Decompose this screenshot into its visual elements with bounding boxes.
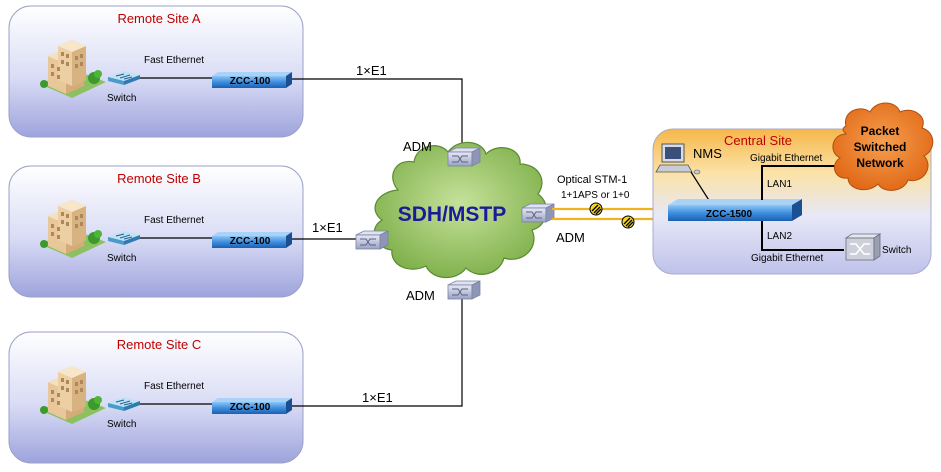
e1-label-b: 1×E1 xyxy=(312,220,343,235)
cloud-label: SDH/MSTP xyxy=(398,203,507,226)
e1-label-c: 1×E1 xyxy=(362,390,393,405)
lan1-label: LAN1 xyxy=(767,179,792,190)
adm-nodes: ADM ADM ADM xyxy=(355,139,585,303)
adm-top-label: ADM xyxy=(403,139,432,154)
adm-bottom-icon xyxy=(447,280,481,300)
lan2-link xyxy=(761,221,844,251)
site-c-title: Remote Site C xyxy=(117,337,202,352)
remote-site-b: Remote Site B Switch Fast Ethernet ZCC-1… xyxy=(8,165,304,298)
site-b-title: Remote Site B xyxy=(117,171,201,186)
site-c-panel xyxy=(8,331,304,464)
psn-cloud-shape xyxy=(832,102,934,191)
e1-link-c xyxy=(292,298,463,407)
site-b-panel xyxy=(8,165,304,298)
switch-label: Switch xyxy=(107,419,136,430)
optical-label: Optical STM-1 xyxy=(557,174,627,186)
aps-label: 1+1APS or 1+0 xyxy=(561,190,630,201)
zcc-100-label: ZCC-100 xyxy=(230,76,271,87)
adm-right-label: ADM xyxy=(556,230,585,245)
core-switch-label: Switch xyxy=(882,245,911,256)
psn-label-2: Switched xyxy=(854,140,907,154)
psn-label-1: Packet xyxy=(861,124,900,138)
e1-links: 1×E1 1×E1 1×E1 xyxy=(292,63,463,407)
site-a-title: Remote Site A xyxy=(117,11,200,26)
adm-right-icon xyxy=(521,203,555,223)
lan1-link xyxy=(761,165,842,200)
fast-ethernet-label: Fast Ethernet xyxy=(144,55,204,66)
adm-bottom-label: ADM xyxy=(406,288,435,303)
site-a-panel xyxy=(8,5,304,138)
switch-label: Switch xyxy=(107,93,136,104)
optical-stm1-link: Optical STM-1 1+1APS or 1+0 xyxy=(552,174,668,229)
lan2-label: LAN2 xyxy=(767,231,792,242)
central-title: Central Site xyxy=(724,133,792,148)
gig-top-label: Gigabit Ethernet xyxy=(750,153,822,164)
adm-left-icon xyxy=(355,230,389,250)
zcc-100-label: ZCC-100 xyxy=(230,402,271,413)
gig-bottom-label: Gigabit Ethernet xyxy=(751,253,823,264)
packet-switched-network-cloud: Packet Switched Network xyxy=(832,102,934,191)
protection-hatch-icon xyxy=(621,215,635,229)
psn-label-3: Network xyxy=(856,156,904,170)
adm-top-icon xyxy=(447,147,481,167)
zcc-1500-label: ZCC-1500 xyxy=(706,209,753,220)
remote-site-a: Remote Site A Switch Fast Ethernet ZCC-1… xyxy=(8,5,304,138)
switch-label: Switch xyxy=(107,253,136,264)
fast-ethernet-label: Fast Ethernet xyxy=(144,215,204,226)
fast-ethernet-label: Fast Ethernet xyxy=(144,381,204,392)
e1-link-a xyxy=(292,78,463,148)
remote-site-c: Remote Site C Switch Fast Ethernet ZCC-1… xyxy=(8,331,304,464)
core-switch-icon xyxy=(844,233,882,261)
protection-hatch-icon xyxy=(589,202,603,216)
zcc-100-label: ZCC-100 xyxy=(230,236,271,247)
e1-label-a: 1×E1 xyxy=(356,63,387,78)
nms-computer-icon xyxy=(655,143,701,175)
nms-label: NMS xyxy=(693,146,722,161)
